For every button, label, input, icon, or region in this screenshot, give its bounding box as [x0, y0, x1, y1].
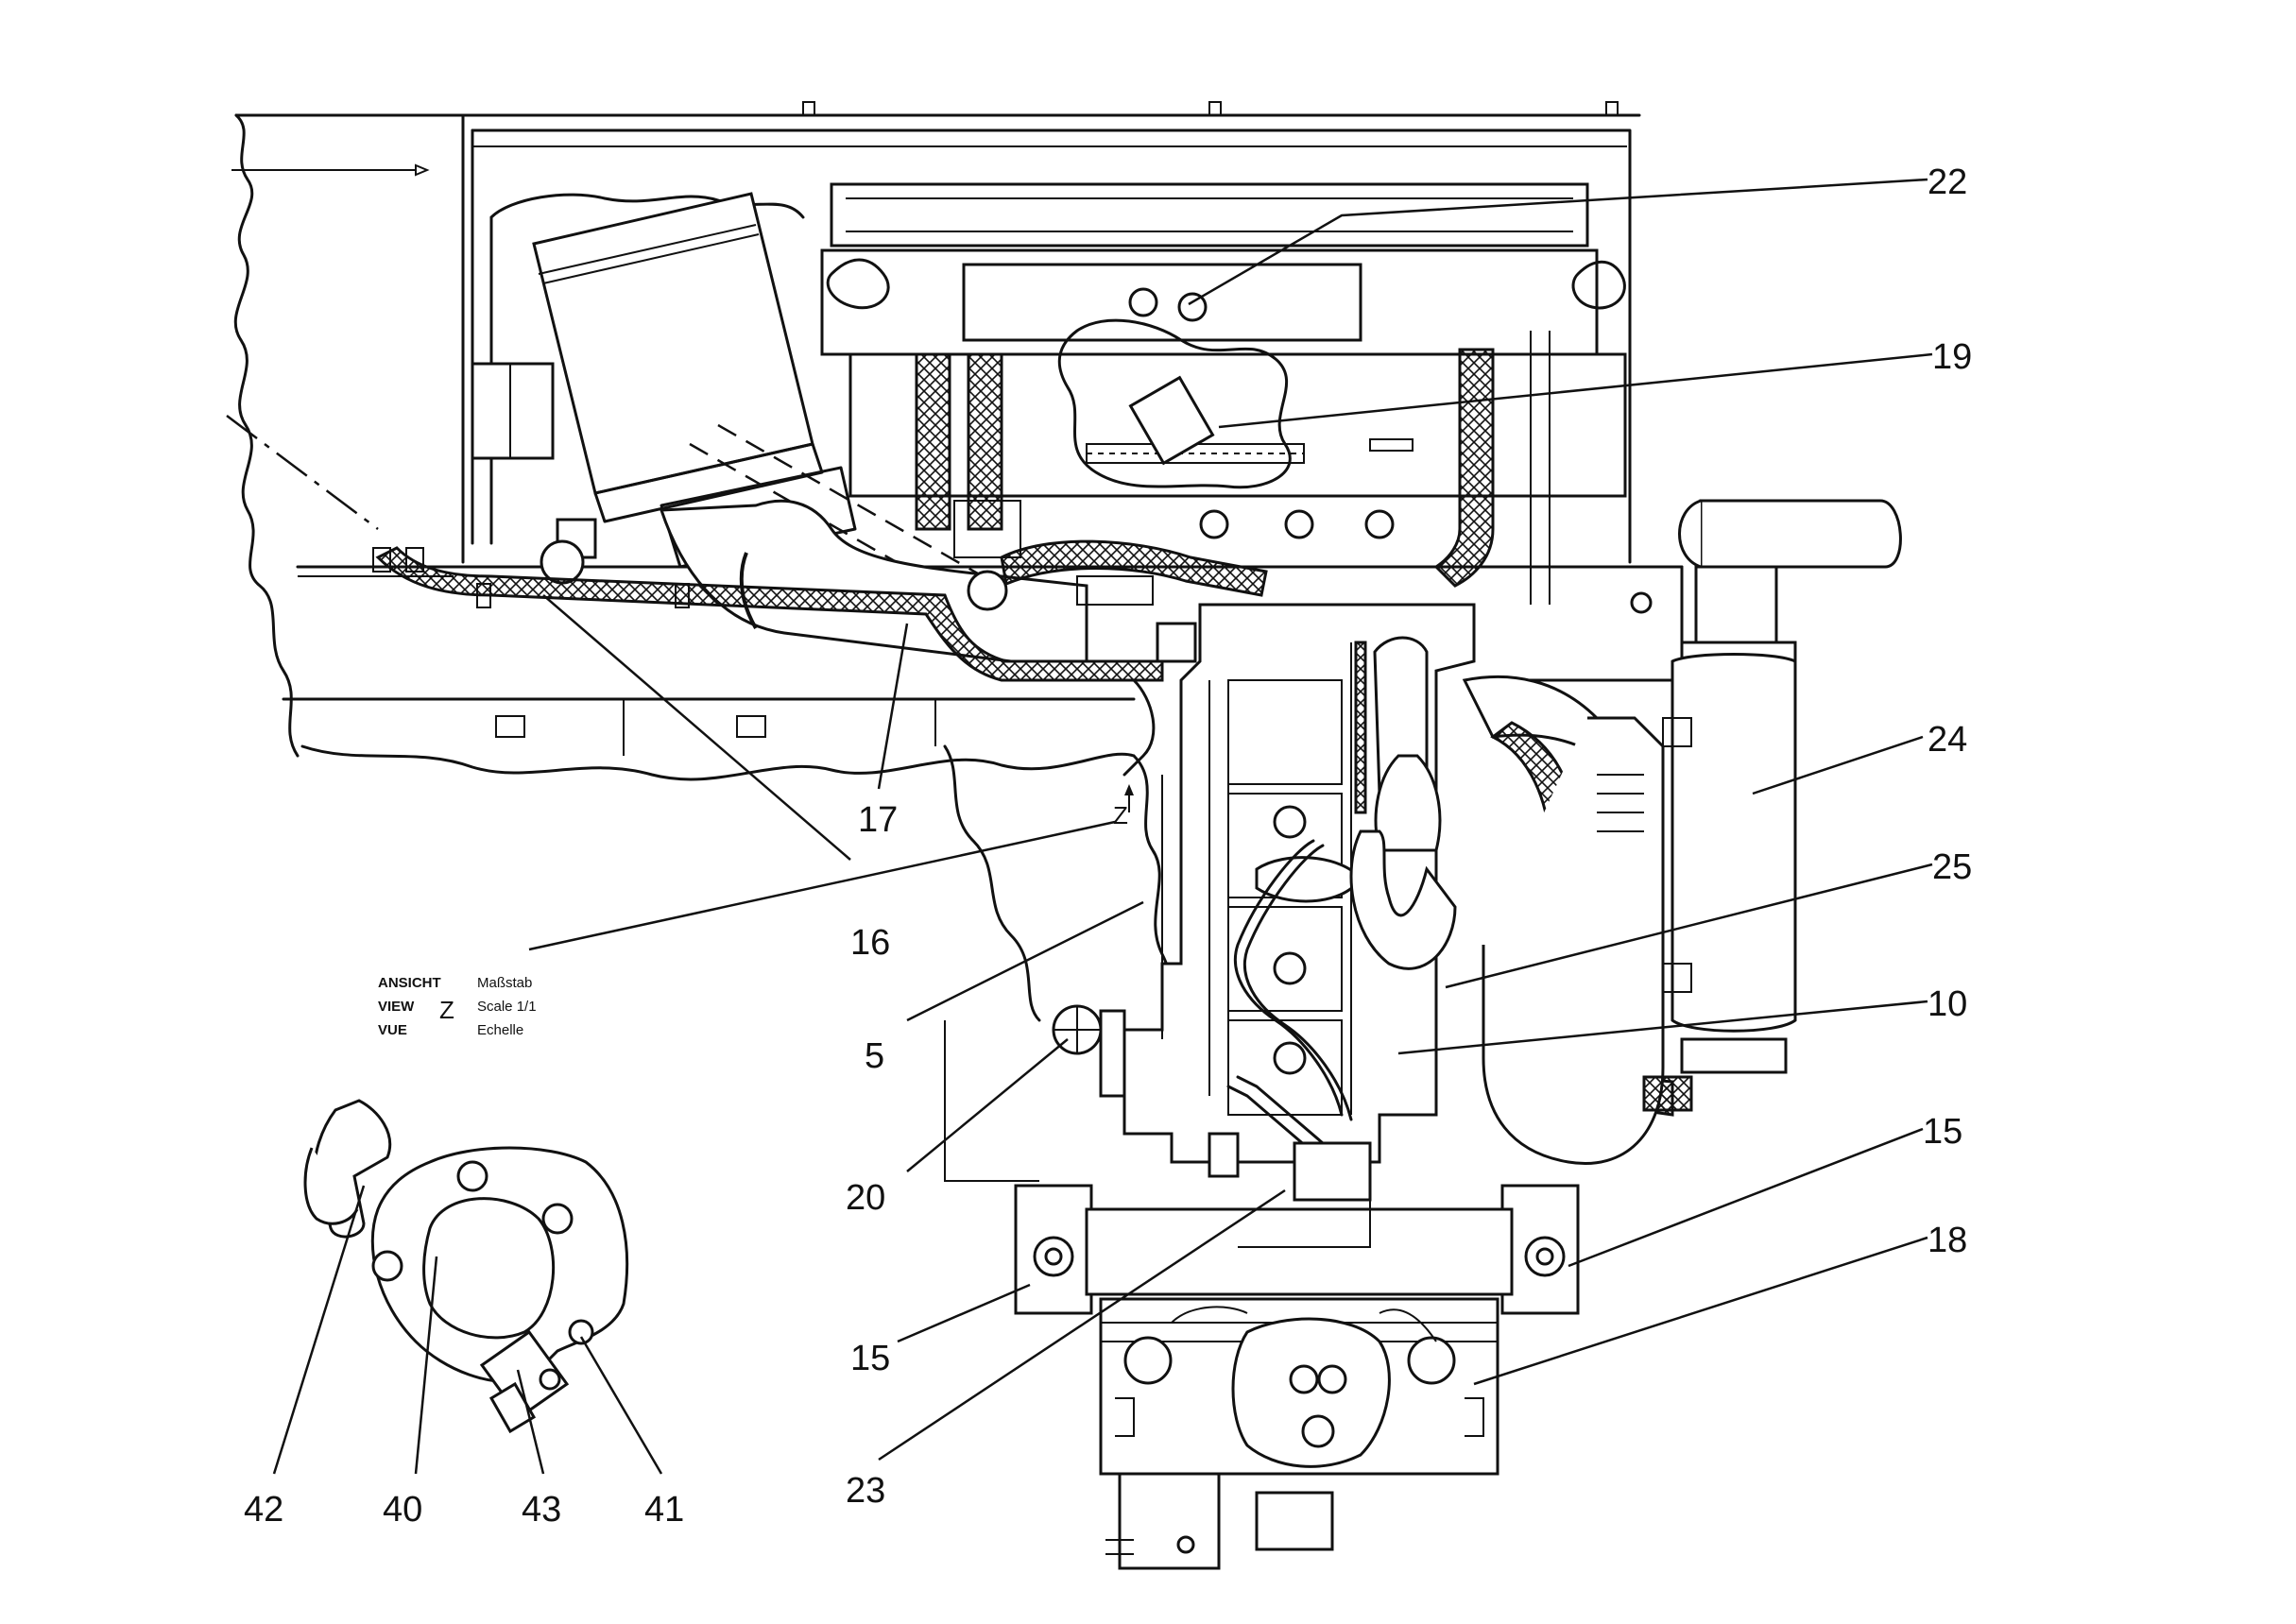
detail-view-z — [303, 1099, 629, 1434]
callout-15-left: 15 — [850, 1339, 890, 1378]
callout-20: 20 — [846, 1178, 885, 1218]
view-z-marker: Z — [1113, 784, 1134, 829]
callout-15-right: 15 — [1923, 1112, 1962, 1152]
legend-letter: Z — [439, 996, 454, 1024]
legend-scale: Scale 1/1 — [477, 999, 537, 1015]
callout-22: 22 — [1928, 162, 1967, 202]
view-legend: ANSICHT VIEW VUE Z Maßstab Scale 1/1 Ech… — [378, 975, 537, 1038]
callout-42: 42 — [244, 1490, 283, 1530]
callout-24: 24 — [1928, 720, 1967, 760]
legend-vue: VUE — [378, 1022, 407, 1038]
callout-25: 25 — [1932, 847, 1972, 887]
legend-view: VIEW — [378, 999, 415, 1015]
callout-40: 40 — [383, 1490, 422, 1530]
exhaust-system — [1462, 499, 1902, 1165]
view-marker-letter: Z — [1113, 801, 1128, 829]
legend-ansicht: ANSICHT — [378, 975, 441, 991]
legend-massstab: Maßstab — [477, 975, 532, 991]
callout-23: 23 — [846, 1471, 885, 1511]
callout-17: 17 — [858, 800, 898, 840]
intake-pipe — [372, 499, 1268, 682]
callout-10: 10 — [1928, 984, 1967, 1024]
engine-block — [1122, 603, 1476, 1164]
fuel-line — [1122, 622, 1353, 1121]
callout-43: 43 — [522, 1490, 561, 1530]
radiator-header — [820, 182, 1627, 605]
callout-16: 16 — [850, 923, 890, 963]
callout-18: 18 — [1928, 1221, 1967, 1260]
legend-echelle: Echelle — [477, 1022, 523, 1038]
callout-5: 5 — [865, 1036, 884, 1076]
air-filter-assembly — [471, 192, 984, 597]
pump-assembly — [1014, 1132, 1580, 1570]
callout-41: 41 — [644, 1490, 684, 1530]
callout-numbers: 22 19 24 25 10 15 18 15 23 20 5 16 17 42… — [244, 162, 1972, 1530]
callout-19: 19 — [1932, 337, 1972, 377]
leader-lines — [272, 178, 1933, 1475]
filler-cap — [1052, 1004, 1126, 1098]
